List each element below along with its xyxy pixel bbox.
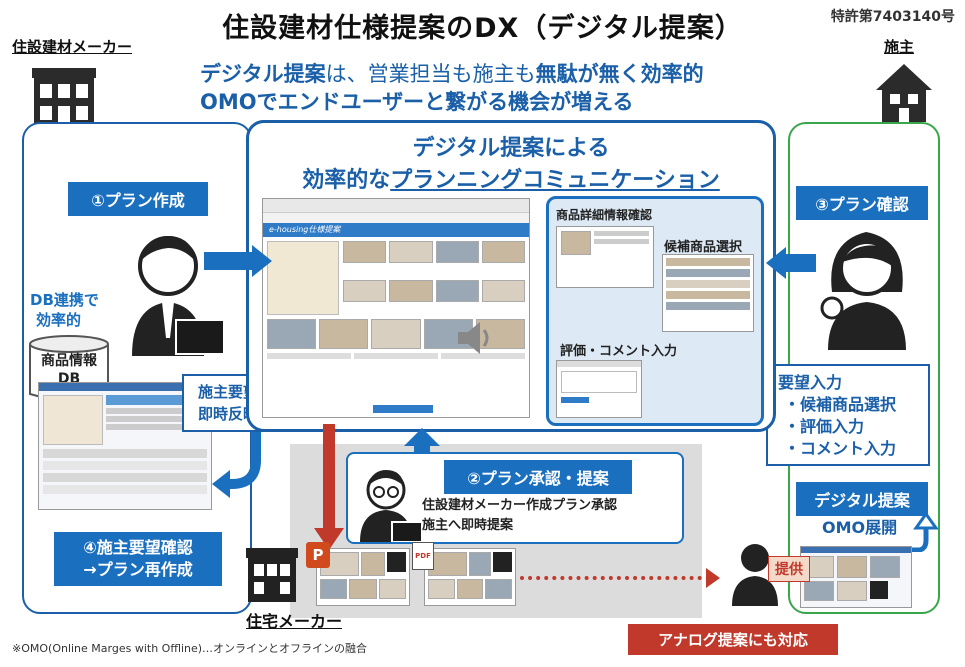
house-maker-label: 住宅メーカー — [246, 612, 343, 631]
candidate-screenshot — [662, 254, 754, 332]
omo-screenshot — [800, 546, 912, 608]
center-heading-2: 効率的なプランニングコミュニケーション — [246, 162, 776, 194]
arrow-left-head — [252, 245, 272, 277]
omo-arrow — [902, 512, 938, 552]
comment-label: 評価・コメント入力 — [560, 344, 678, 359]
arrow-right-head — [766, 247, 786, 279]
detail-screenshot — [556, 226, 654, 288]
floor-plan — [267, 241, 339, 315]
step4-label: ④施主要望確認 →プラン再作成 — [54, 532, 222, 586]
step2-desc-1: 住設建材メーカー作成プラン承認 — [422, 498, 618, 513]
speaker-icon — [456, 320, 496, 356]
step1-label: ①プラン作成 — [68, 182, 208, 216]
heading-2b: プランニングコミュニケーション — [390, 168, 720, 193]
owner-person-icon — [812, 222, 922, 352]
arrow-left-shaft — [204, 252, 254, 270]
maker-label: 住設建材メーカー — [12, 38, 133, 56]
step2-desc-2: 施主へ即時提案 — [422, 518, 514, 533]
reflect-line-1: 施主要望 — [197, 383, 258, 401]
step2-desc: 住設建材メーカー作成プラン承認 施主へ即時提案 — [422, 496, 617, 536]
approve-arrow — [404, 428, 440, 472]
shop-icon — [246, 548, 298, 604]
step4-line-2: →プラン再作成 — [83, 560, 193, 579]
heading-2a: 効率的な — [302, 168, 391, 193]
subtitle-line-2: OMOでエンドユーザーと繋がる機会が増える — [200, 90, 634, 114]
request-item-3: ・コメント入力 — [784, 439, 897, 458]
sub-digital: デジタル提案 — [200, 62, 326, 86]
sub-efficient: 効率的 — [640, 62, 704, 86]
reflect-line-2: 即時反映 — [197, 405, 258, 423]
sub-nomuda: 無駄が無く — [535, 62, 641, 86]
db-label-1: 商品情報 — [41, 353, 97, 369]
owner-small-icon — [730, 540, 780, 606]
download-arrow — [314, 424, 344, 552]
proposal-screenshot: e-housing仕様提案 — [262, 198, 530, 418]
analog-badge: アナログ提案にも対応 — [628, 624, 838, 655]
arrow-right-shaft — [786, 254, 816, 272]
manager-person-icon — [354, 466, 426, 542]
request-item-2: ・評価入力 — [784, 417, 865, 436]
ppt-screenshot — [316, 548, 410, 606]
plan-editor-screenshot — [38, 382, 212, 510]
subtitle-line-1: デジタル提案は、営業担当も施主も無駄が無く効率的 — [200, 58, 820, 88]
powerpoint-icon: P — [306, 542, 330, 568]
db-note-line-2: 効率的 — [36, 311, 82, 329]
candidate-label: 候補商品選択 — [664, 240, 743, 255]
analog-dotted-line — [520, 576, 710, 580]
owner-label: 施主 — [884, 38, 915, 56]
omo-label: OMO展開 — [822, 518, 898, 537]
qr-code-icon — [870, 581, 888, 599]
analog-arrow-head — [706, 568, 720, 588]
request-box: 要望入力 ・候補商品選択 ・評価入力 ・コメント入力 — [766, 364, 930, 466]
step4-line-1: ④施主要望確認 — [83, 538, 193, 557]
step3-label: ③プラン確認 — [796, 186, 928, 220]
brand-bar: e-housing仕様提案 — [263, 223, 529, 237]
reflect-arrow — [212, 432, 276, 502]
footnote: ※OMO(Online Marges with Offline)…オンラインとオ… — [12, 642, 368, 655]
request-title: 要望入力 — [778, 373, 843, 392]
provide-badge: 提供 — [768, 556, 810, 582]
pdf-icon: PDF — [412, 542, 434, 570]
digital-label: デジタル提案 — [796, 482, 928, 516]
comment-screenshot — [556, 360, 642, 418]
pdf-screenshot — [424, 548, 516, 606]
page-title: 住設建材仕様提案のDX（デジタル提案） — [222, 13, 743, 44]
db-note: DB連携で 効率的 — [30, 290, 99, 330]
sub-mid: は、営業担当も施主も — [325, 62, 536, 86]
sales-person-icon — [118, 228, 228, 358]
request-item-1: ・候補商品選択 — [784, 395, 897, 414]
db-note-line-1: DB連携で — [30, 291, 99, 309]
step2-label: ②プラン承認・提案 — [444, 460, 632, 494]
house-icon — [872, 60, 936, 126]
center-heading-1: デジタル提案による — [412, 136, 610, 161]
patent-number: 特許第7403140号 — [830, 9, 955, 25]
detail-label: 商品詳細情報確認 — [556, 208, 653, 222]
